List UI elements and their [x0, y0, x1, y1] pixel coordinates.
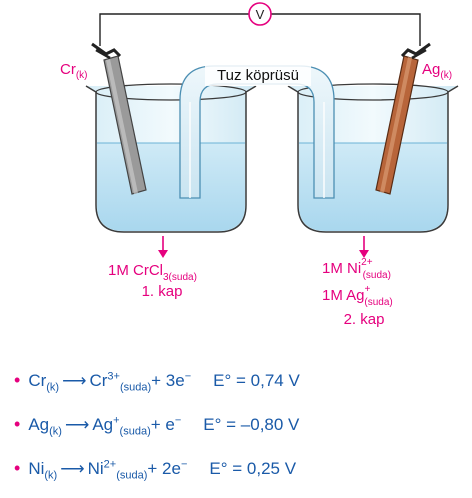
reaction-row: •Ni(k)⟶Ni2+(suda)+ 2e−E° = 0,25 V [14, 458, 297, 482]
left-beaker [85, 83, 257, 233]
right-pointer-arrow [359, 236, 369, 258]
standard-potential: E° = 0,74 V [213, 371, 300, 390]
bullet-icon: • [14, 370, 21, 390]
ag-clip-icon [400, 42, 431, 60]
reaction-row: •Ag(k)⟶Ag+(suda)+ e−E° = –0,80 V [14, 414, 300, 438]
cr-electrode [103, 55, 147, 195]
ag-electrode-label: Ag(k) [422, 61, 452, 81]
container1-name: 1. kap [142, 283, 183, 300]
salt-bridge: Tuz köprüsü [179, 64, 335, 199]
container2-name: 2. kap [344, 311, 385, 328]
cr-clip-icon [91, 42, 122, 60]
wire [99, 13, 421, 46]
standard-potential: E° = –0,80 V [203, 415, 300, 434]
left-pointer-arrow [158, 236, 168, 258]
container2-solution-ag: 1M Ag+(suda) [322, 284, 393, 308]
salt-bridge-label: Tuz köprüsü [217, 67, 299, 84]
arrow-icon: ⟶ [64, 415, 90, 434]
voltmeter: V [248, 2, 272, 26]
voltmeter-label: V [256, 7, 265, 22]
arrow-icon: ⟶ [62, 371, 87, 390]
bullet-icon: • [14, 458, 21, 478]
standard-potential: E° = 0,25 V [209, 459, 297, 478]
arrow-icon: ⟶ [60, 459, 85, 478]
container1-solution: 1M CrCl3(suda) [108, 262, 197, 283]
container2-solution-ni: 1M Ni2+(suda) [322, 257, 391, 281]
cr-electrode-label: Cr(k) [60, 61, 88, 81]
reaction-row: •Cr(k)⟶Cr3+(suda)+ 3e−E° = 0,74 V [14, 370, 300, 394]
bullet-icon: • [14, 414, 21, 434]
